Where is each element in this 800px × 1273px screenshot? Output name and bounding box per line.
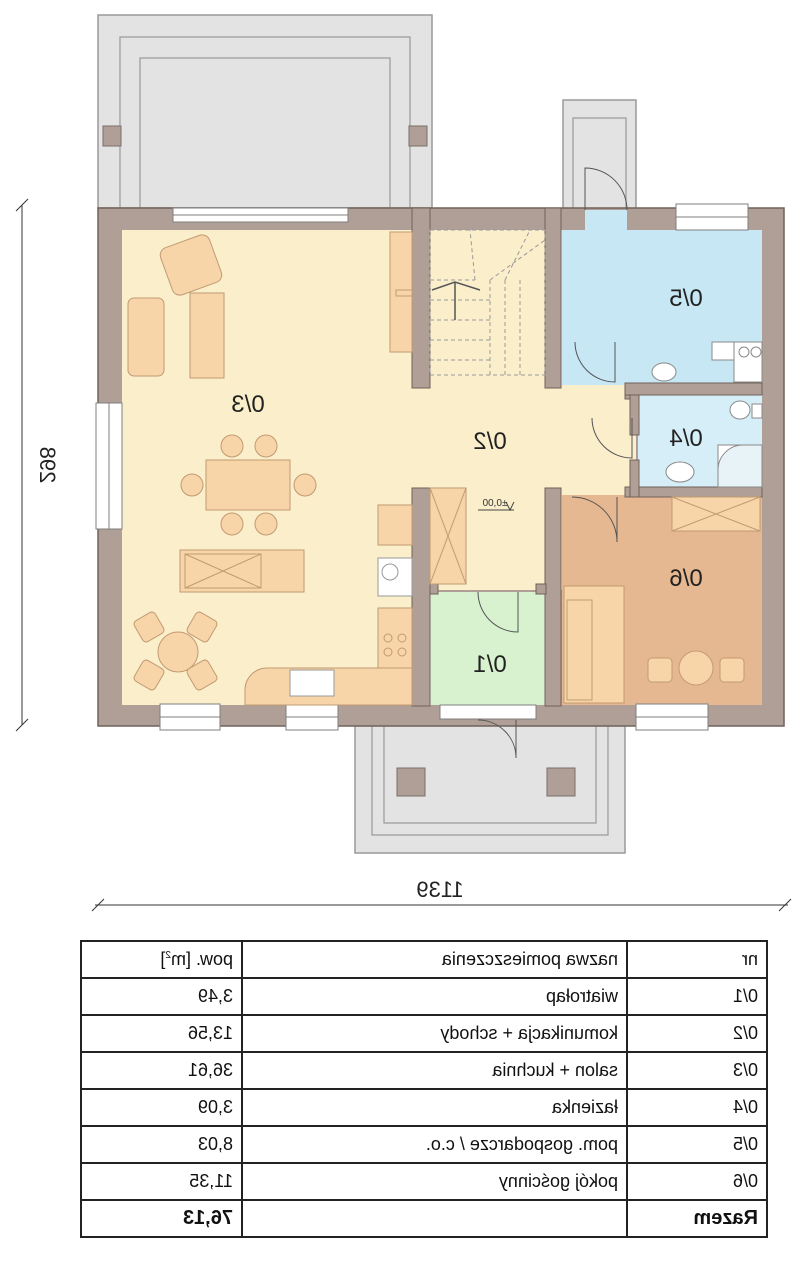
windows bbox=[95, 203, 749, 731]
width-dimension bbox=[91, 898, 792, 912]
living-furniture bbox=[127, 231, 467, 706]
row-nr: 0/2 bbox=[627, 1015, 767, 1052]
room-area-table: nr nazwa pomieszczenia pow. [m2] 0/1 wia… bbox=[80, 940, 768, 1238]
table-row: 0/5 pom. gospodarcze / c.o. 8,03 bbox=[81, 1126, 767, 1163]
row-room-name: łazienka bbox=[242, 1089, 627, 1126]
bathroom-fixtures bbox=[651, 341, 763, 488]
row-room-name: wiatrołap bbox=[242, 978, 627, 1015]
row-nr: 0/6 bbox=[627, 1163, 767, 1200]
room-label-0-5: 0/5 bbox=[669, 285, 702, 312]
row-nr: 0/3 bbox=[627, 1052, 767, 1089]
row-area: 8,03 bbox=[81, 1126, 242, 1163]
row-area: 11,35 bbox=[81, 1163, 242, 1200]
room-label-0-6: 0/6 bbox=[669, 565, 702, 592]
row-area: 36,61 bbox=[81, 1052, 242, 1089]
header-room-name: nazwa pomieszczenia bbox=[242, 941, 627, 978]
floor-plan: 0/1 0/2 0/3 0/4 0/5 0/6 ±0,00 298 1139 bbox=[15, 14, 792, 912]
row-area: 3,09 bbox=[81, 1089, 242, 1126]
row-area: 3,49 bbox=[81, 978, 242, 1015]
dimension-height: 298 bbox=[35, 447, 60, 484]
side-entrance-step bbox=[562, 99, 637, 211]
total-label: Razem bbox=[627, 1200, 767, 1237]
table-row: 0/4 łazienka 3,09 bbox=[81, 1089, 767, 1126]
total-area: 76,13 bbox=[81, 1200, 242, 1237]
row-room-name: salon + kuchnia bbox=[242, 1052, 627, 1089]
table-row: 0/1 wiatrołap 3,49 bbox=[81, 978, 767, 1015]
room-label-0-4: 0/4 bbox=[669, 425, 702, 452]
table-row: 0/3 salon + kuchnia 36,61 bbox=[81, 1052, 767, 1089]
guest-room-furniture bbox=[563, 496, 761, 704]
table-header-row: nr nazwa pomieszczenia pow. [m2] bbox=[81, 941, 767, 978]
bottom-terrace bbox=[354, 724, 626, 854]
staircase bbox=[429, 229, 546, 376]
room-0-1-floor bbox=[430, 592, 546, 705]
doors bbox=[477, 167, 633, 759]
row-room-name: pokój gościnny bbox=[242, 1163, 627, 1200]
table-row: 0/6 pokój gościnny 11,35 bbox=[81, 1163, 767, 1200]
row-room-name: komunikacja + schody bbox=[242, 1015, 627, 1052]
row-area: 13,56 bbox=[81, 1015, 242, 1052]
header-nr: nr bbox=[627, 941, 767, 978]
room-label-0-2: 0/2 bbox=[473, 428, 506, 455]
level-mark-label: ±0,00 bbox=[482, 498, 507, 509]
row-nr: 0/5 bbox=[627, 1126, 767, 1163]
room-label-0-1: 0/1 bbox=[473, 651, 506, 678]
table-total-row: Razem 76,13 bbox=[81, 1200, 767, 1237]
header-area: pow. [m2] bbox=[81, 941, 242, 978]
row-nr: 0/1 bbox=[627, 978, 767, 1015]
room-0-5-floor bbox=[562, 230, 762, 385]
top-terrace bbox=[97, 14, 433, 209]
dimension-width: 1139 bbox=[416, 877, 463, 902]
height-dimension bbox=[15, 198, 29, 732]
level-marker: ±0,00 bbox=[478, 498, 515, 512]
table-row: 0/2 komunikacja + schody 13,56 bbox=[81, 1015, 767, 1052]
row-room-name: pom. gospodarcze / c.o. bbox=[242, 1126, 627, 1163]
row-nr: 0/4 bbox=[627, 1089, 767, 1126]
total-empty-cell bbox=[242, 1200, 627, 1237]
stair-arrow bbox=[431, 281, 481, 320]
room-label-0-3: 0/3 bbox=[231, 391, 264, 418]
